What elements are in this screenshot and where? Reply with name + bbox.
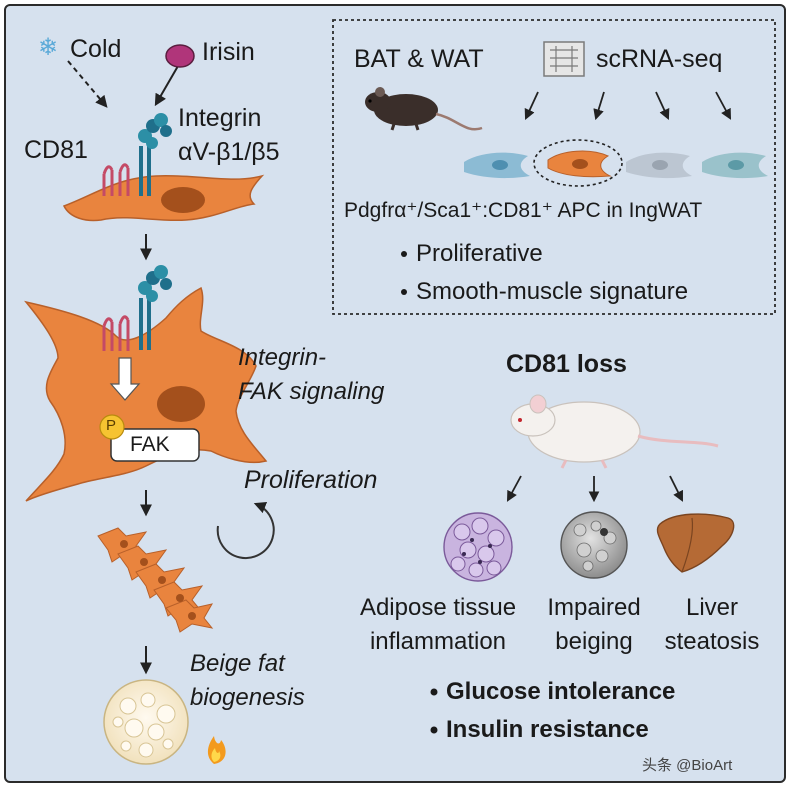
feature-bullet-2 [401,289,407,295]
cd81-receptor-big [102,315,130,351]
watermark: 头条 @BioArt [642,757,733,774]
inset-box [332,19,776,315]
black-mouse-icon [365,87,483,131]
feature-bullet-1 [401,251,407,257]
graphical-abstract: ❄ Cold Irisin CD81 Integrin αV-β1/β5 Int… [4,4,786,783]
integrin-receptor-top [138,113,172,196]
irisin-molecule [165,44,195,68]
inset-arrow-4 [715,91,732,120]
cd81-receptor-top [102,163,130,196]
outcome-1-line1: Adipose tissue [359,594,517,621]
white-mouse-icon [510,394,719,469]
signaling-label-line2: FAK signaling [238,378,385,405]
outcome-3-line1: Liver [685,594,739,621]
phospho-label: P [106,417,117,434]
proliferation-cycle-icon [216,501,275,560]
inset-arrow-1 [524,91,539,120]
inset-feature-2: Smooth-muscle signature [416,278,689,305]
proliferation-label: Proliferation [244,466,378,494]
inset-arrow-3 [655,91,670,120]
big-cell [24,286,268,502]
outcome-2-line1: Impaired [547,594,641,621]
cd81-label: CD81 [24,136,88,164]
inset-method-label: scRNA-seq [596,45,723,73]
beige-fat-droplets [112,692,176,758]
outcome-arrow-1 [506,475,522,502]
metabolic-outcome-2: Insulin resistance [446,716,649,743]
inset-population-label: Pdgfrα⁺/Sca1⁺:CD81⁺ APC in IngWAT [344,199,703,222]
integrin-label: Integrin [178,104,262,132]
beige-label-line2: biogenesis [190,684,305,711]
metabolic-bullet-1 [430,688,438,696]
integrin-subtype-label: αV-β1/β5 [178,138,280,166]
diagram-art [24,19,776,765]
big-cell-nucleus [157,386,205,422]
proliferating-nuclei [120,540,196,620]
outcome-1-line2: inflammation [369,628,507,655]
signal-arrow [109,357,141,401]
impaired-beiging-icon [560,511,628,579]
cold-label: Cold [70,35,122,63]
liver-icon [656,513,735,573]
signaling-label-line1: Integrin- [238,344,327,371]
inset-feature-1: Proliferative [416,240,543,267]
chip-icon [543,41,585,77]
outcome-2-line2: beiging [555,628,633,655]
metabolic-bullet-2 [430,726,438,734]
snowflake-icon: ❄ [38,34,59,61]
outcome-3-line2: steatosis [664,628,760,655]
cd81-loss-title: CD81 loss [506,350,627,378]
fak-box [110,428,200,462]
irisin-arrow [154,65,179,107]
cold-arrow [67,60,108,108]
integrin-receptor-big [138,265,172,350]
phospho-circle [99,414,125,440]
beige-label-line1: Beige fat [190,650,285,677]
selected-cluster-ring [533,139,623,187]
fak-label: FAK [130,433,170,456]
top-cell-nucleus [161,187,205,213]
outcome-arrow-3 [669,475,683,502]
inset-arrow-2 [593,91,605,121]
inset-source-label: BAT & WAT [354,45,484,73]
metabolic-outcome-1: Glucose intolerance [446,678,676,705]
inflamed-adipose-icon [443,512,513,582]
irisin-label: Irisin [202,38,255,66]
